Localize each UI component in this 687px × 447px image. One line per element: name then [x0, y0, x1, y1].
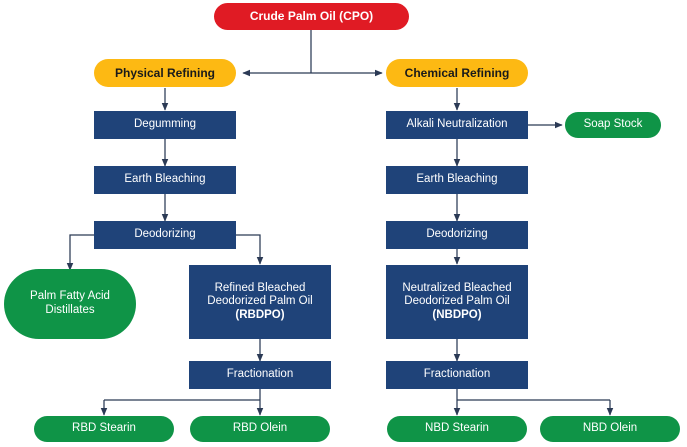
node-fractionation-chemical[interactable]: Fractionation [386, 361, 528, 389]
nbdpo-line-1: Neutralized Bleached [402, 281, 512, 294]
node-rbd-stearin[interactable]: RBD Stearin [34, 416, 174, 442]
node-degumming[interactable]: Degumming [94, 111, 236, 139]
rbdpo-line-3: (RBDPO) [235, 308, 285, 321]
node-deodorizing-chemical[interactable]: Deodorizing [386, 221, 528, 249]
rbdpo-line-1: Refined Bleached [214, 281, 306, 294]
node-palm-fatty-acid-distillates[interactable]: Palm Fatty Acid Distillates [4, 269, 136, 339]
nbdpo-line-2: Deodorized Palm Oil [404, 295, 510, 308]
node-physical-refining[interactable]: Physical Refining [94, 59, 236, 87]
node-rbdpo[interactable]: Refined Bleached Deodorized Palm Oil (RB… [189, 265, 331, 339]
node-nbd-olein[interactable]: NBD Olein [540, 416, 680, 442]
node-fractionation-physical[interactable]: Fractionation [189, 361, 331, 389]
node-nbdpo[interactable]: Neutralized Bleached Deodorized Palm Oil… [386, 265, 528, 339]
node-crude-palm-oil[interactable]: Crude Palm Oil (CPO) [214, 3, 409, 30]
node-earth-bleaching-chemical[interactable]: Earth Bleaching [386, 166, 528, 194]
node-alkali-neutralization[interactable]: Alkali Neutralization [386, 111, 528, 139]
rbdpo-line-2: Deodorized Palm Oil [207, 295, 313, 308]
pfad-line-2: Distillates [45, 304, 95, 316]
nbdpo-line-3: (NBDPO) [432, 308, 482, 321]
edge-deodorizing-to-pfad [66, 234, 94, 271]
node-rbd-olein[interactable]: RBD Olein [190, 416, 330, 442]
node-soap-stock[interactable]: Soap Stock [565, 112, 661, 138]
edge-deodorizing-to-rbdpo [236, 234, 264, 265]
node-chemical-refining[interactable]: Chemical Refining [386, 59, 528, 87]
node-nbd-stearin[interactable]: NBD Stearin [387, 416, 527, 442]
node-deodorizing-physical[interactable]: Deodorizing [94, 221, 236, 249]
pfad-line-1: Palm Fatty Acid [30, 290, 110, 303]
node-earth-bleaching-physical[interactable]: Earth Bleaching [94, 166, 236, 194]
